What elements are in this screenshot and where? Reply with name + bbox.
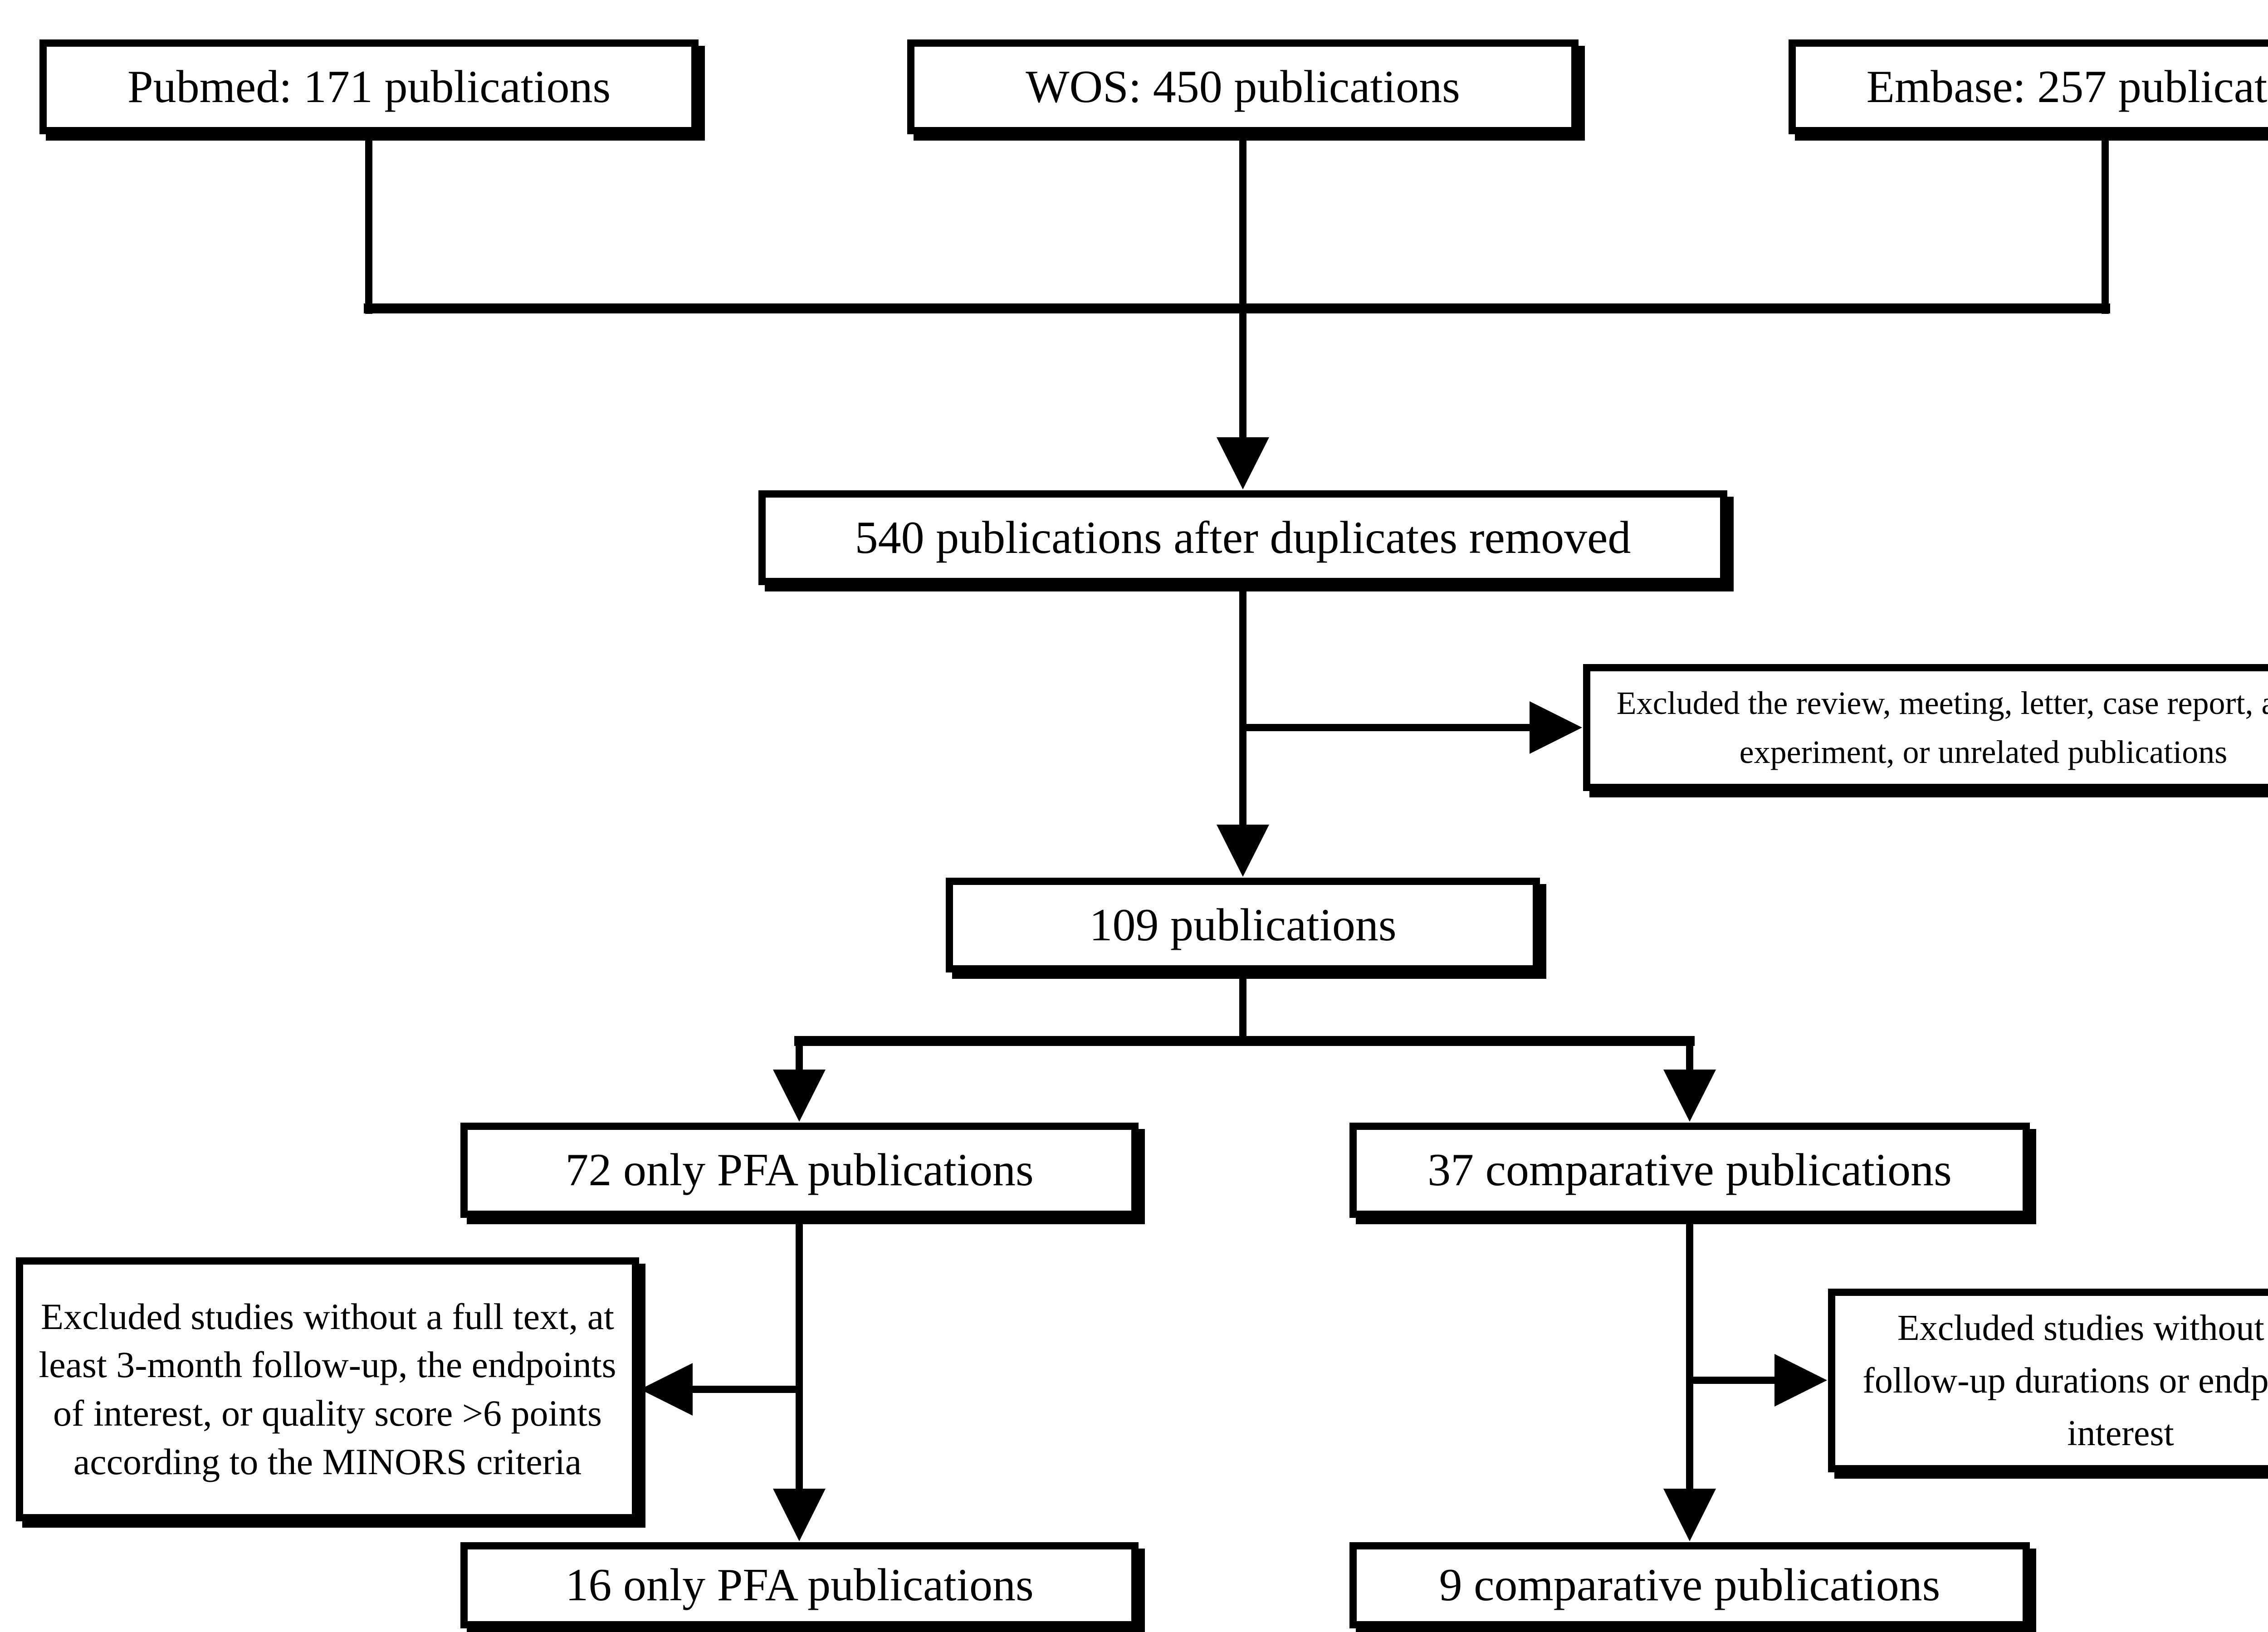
box-duplicates-removed-label: 540 publications after duplicates remove…: [855, 512, 1631, 563]
box-pubmed-label: Pubmed: 171 publications: [127, 61, 611, 112]
box-pubmed-source: Pubmed: 171 publications: [39, 39, 699, 134]
arrowhead-into-comparative: [1663, 1070, 1716, 1122]
arrowhead-into-pfa-final: [773, 1489, 826, 1541]
arrowhead-into-dedup: [1217, 437, 1269, 489]
box-embase-label: Embase: 257 publications: [1866, 61, 2268, 112]
arrowhead-into-excl-comp: [1774, 1354, 1827, 1407]
box-excluded-publication-types: Excluded the review, meeting, letter, ca…: [1583, 664, 2268, 791]
box-screened-publications: 109 publications: [946, 878, 1540, 972]
box-screened-publications-label: 109 publications: [1089, 899, 1397, 951]
box-duplicates-removed: 540 publications after duplicates remove…: [758, 490, 1727, 585]
box-only-pfa-publications-label: 72 only PFA publications: [565, 1144, 1034, 1196]
box-embase-source: Embase: 257 publications: [1789, 39, 2268, 134]
arrowhead-into-comp-final: [1663, 1489, 1716, 1541]
box-only-pfa-publications: 72 only PFA publications: [460, 1123, 1139, 1218]
box-excluded-publication-types-label: Excluded the review, meeting, letter, ca…: [1616, 685, 2268, 770]
box-comparative-publications-label: 37 comparative publications: [1427, 1144, 1952, 1196]
box-excluded-comparative-criteria: Excluded studies without clear follow-up…: [1828, 1289, 2268, 1472]
arrowhead-into-excl-pfa: [640, 1363, 693, 1416]
box-final-comparative-publications-label: 9 comparative publications: [1439, 1559, 1941, 1611]
box-final-pfa-publications: 16 only PFA publications: [460, 1542, 1139, 1628]
box-final-pfa-publications-label: 16 only PFA publications: [565, 1559, 1034, 1611]
arrowhead-into-excl-types: [1530, 701, 1582, 754]
arrowhead-into-screened: [1217, 825, 1269, 877]
box-comparative-publications: 37 comparative publications: [1349, 1123, 2030, 1218]
box-excluded-comparative-criteria-label: Excluded studies without clear follow-up…: [1862, 1308, 2268, 1453]
box-wos-source: WOS: 450 publications: [907, 39, 1579, 134]
box-wos-label: WOS: 450 publications: [1026, 61, 1460, 112]
arrowhead-into-pfa-only: [773, 1070, 826, 1122]
box-final-comparative-publications: 9 comparative publications: [1349, 1542, 2030, 1628]
box-excluded-pfa-criteria-label: Excluded studies without a full text, at…: [39, 1295, 616, 1482]
box-excluded-pfa-criteria: Excluded studies without a full text, at…: [16, 1257, 639, 1521]
